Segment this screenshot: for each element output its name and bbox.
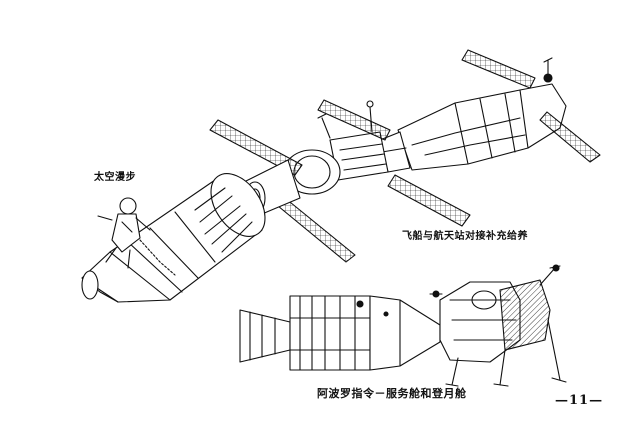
solar-panel-upper-middle xyxy=(317,99,391,141)
caption-apollo: 阿波罗指令－服务舱和登月舱 xyxy=(317,387,467,400)
solar-panel-lower-left xyxy=(387,174,471,227)
solar-panel-upper-left xyxy=(209,119,303,176)
space-station xyxy=(379,49,601,227)
gemini-capsule xyxy=(81,173,266,303)
astronaut-figure xyxy=(97,197,176,276)
apollo-csm xyxy=(239,295,441,371)
solar-panel-lower-right xyxy=(539,111,601,163)
solar-panel-upper-right xyxy=(461,49,536,89)
page-number: —11— xyxy=(555,393,604,408)
solar-panel-lower-middle xyxy=(277,197,356,263)
lunar-module xyxy=(429,264,567,387)
caption-docking: 飞船与航天站对接补充给养 xyxy=(402,231,528,242)
caption-spacewalk: 太空漫步 xyxy=(94,172,136,183)
